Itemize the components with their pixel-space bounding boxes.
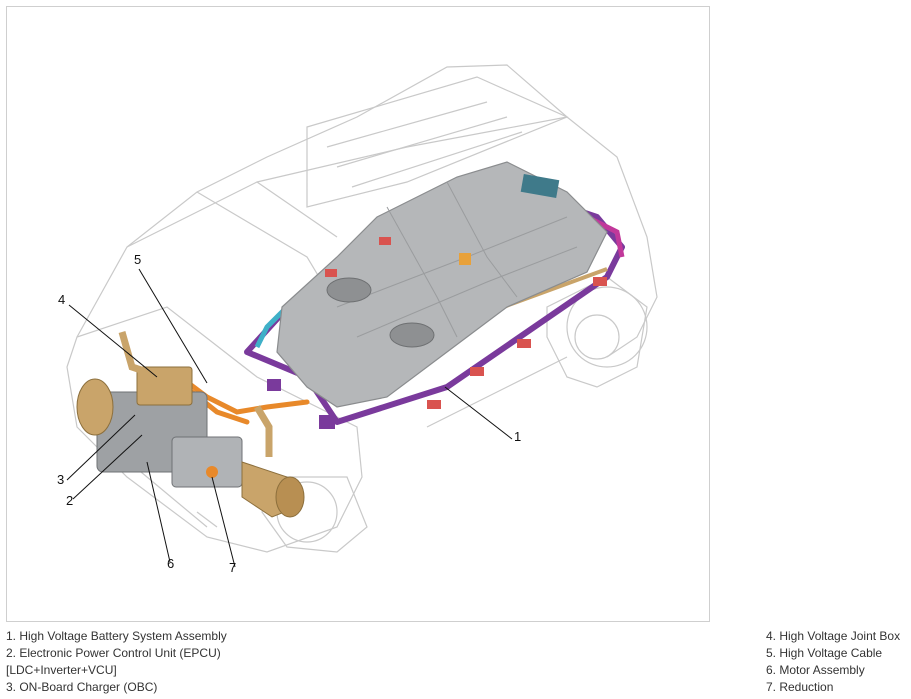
callout-2: 2 xyxy=(66,493,74,508)
callout-7: 7 xyxy=(229,560,237,575)
figure-frame: 5 4 3 2 6 7 1 xyxy=(6,6,710,622)
callout-5: 5 xyxy=(134,252,142,267)
battery-brackets xyxy=(267,237,607,429)
ev-layout-illustration xyxy=(66,64,658,568)
legend-right: 4. High Voltage Joint Box 5. High Voltag… xyxy=(766,628,900,696)
legend-item-epcu-components: [LDC+Inverter+VCU] xyxy=(6,663,117,677)
drivetrain-assembly xyxy=(76,331,305,518)
legend-left: 1. High Voltage Battery System Assembly … xyxy=(6,628,227,696)
callout-1: 1 xyxy=(514,429,522,444)
legend-item-obc: 3. ON-Board Charger (OBC) xyxy=(6,680,158,694)
leader-lines xyxy=(66,268,513,568)
callout-6: 6 xyxy=(167,556,175,571)
legend-item-hv-cable: 5. High Voltage Cable xyxy=(766,646,883,660)
legend-item-joint-box: 4. High Voltage Joint Box xyxy=(766,629,901,643)
legend-item-reduction: 7. Reduction xyxy=(766,680,834,694)
callout-4: 4 xyxy=(58,292,66,307)
legend-item-motor: 6. Motor Assembly xyxy=(766,663,865,677)
legend-item-epcu: 2. Electronic Power Control Unit (EPCU) xyxy=(6,646,221,660)
callout-3: 3 xyxy=(57,472,65,487)
battery-pack xyxy=(276,161,608,408)
legend-item-battery-system: 1. High Voltage Battery System Assembly xyxy=(6,629,227,643)
